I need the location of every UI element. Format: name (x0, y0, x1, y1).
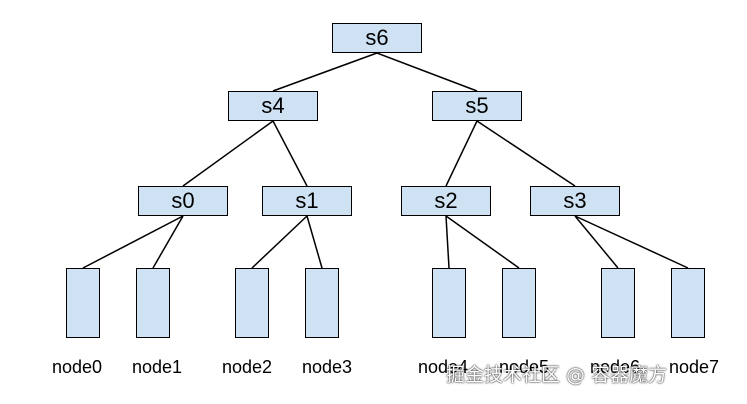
switch-s0: s0 (138, 186, 228, 216)
switch-s6: s6 (332, 23, 422, 53)
node-label-node6: node6 (590, 357, 641, 377)
node-box-node6 (601, 268, 635, 338)
node-label-node5: node5 (499, 357, 550, 377)
edge-s5-s2 (445, 120, 478, 187)
node-box-node2 (235, 268, 269, 338)
edge-s1-node3 (306, 215, 323, 269)
switch-s3: s3 (530, 186, 620, 216)
switch-s5: s5 (432, 91, 522, 121)
switch-s2: s2 (401, 186, 491, 216)
node-box-node5 (502, 268, 536, 338)
edge-s6-s4 (272, 52, 378, 92)
node-label-node3: node3 (302, 357, 353, 377)
watermark: 掘金技术社区 @ 容器魔方 (446, 364, 668, 386)
node-box-node0 (66, 268, 100, 338)
node-label-node1: node1 (132, 357, 183, 377)
node-label-node2: node2 (222, 357, 273, 377)
switch-s1: s1 (262, 186, 352, 216)
edge-s2-node4 (445, 215, 450, 269)
node-label-node7: node7 (669, 357, 720, 377)
edge-s6-s5 (376, 52, 478, 92)
node-box-node3 (305, 268, 339, 338)
edge-s0-node1 (152, 215, 184, 269)
edge-s4-s1 (272, 120, 308, 187)
node-box-node1 (136, 268, 170, 338)
node-label-node0: node0 (52, 357, 103, 377)
edge-s2-node5 (445, 215, 520, 269)
node-label-node4: node4 (418, 357, 469, 377)
edge-s5-s3 (476, 120, 576, 187)
switch-s4: s4 (228, 91, 318, 121)
node-box-node7 (671, 268, 705, 338)
edge-s4-s0 (182, 120, 274, 187)
edge-s3-node6 (574, 215, 619, 269)
edge-s3-node7 (574, 215, 689, 269)
edge-s0-node0 (82, 215, 184, 269)
node-box-node4 (432, 268, 466, 338)
edge-s1-node2 (251, 215, 308, 269)
